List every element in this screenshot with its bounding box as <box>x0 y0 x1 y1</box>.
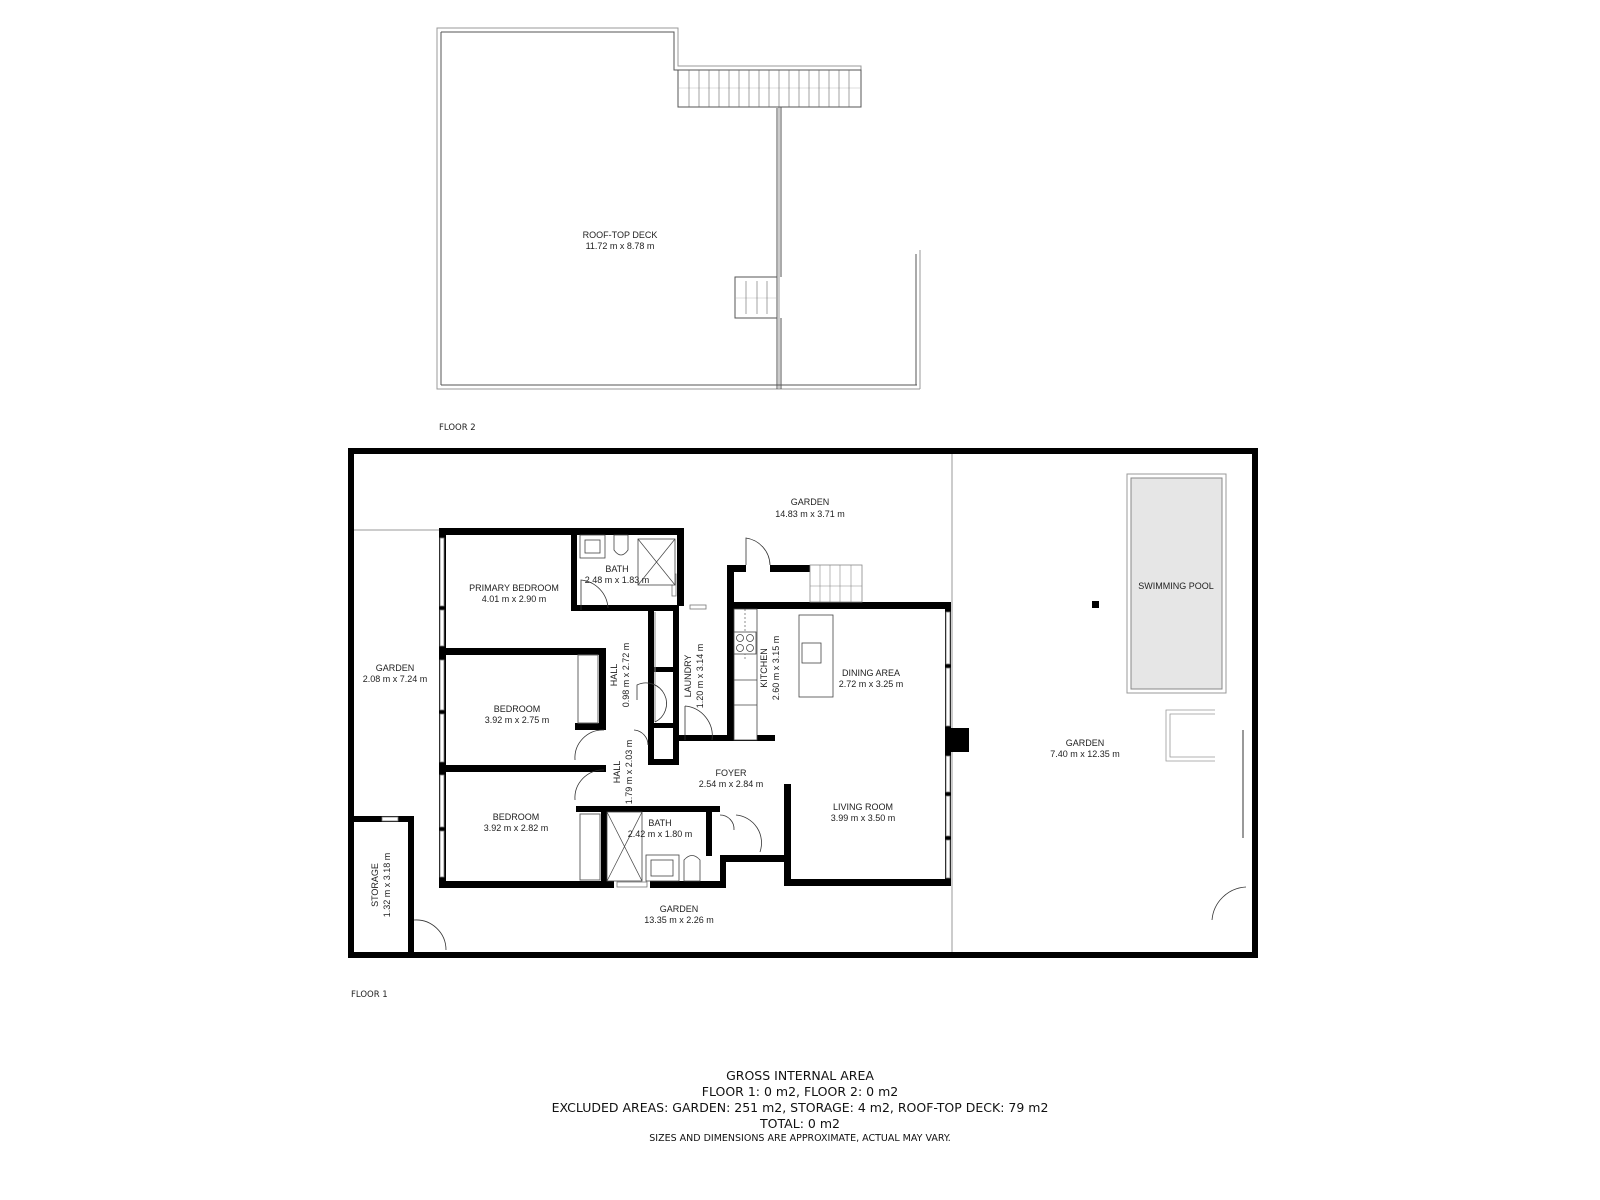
room-name: LAUNDRY <box>683 655 693 698</box>
summary-excluded: EXCLUDED AREAS: GARDEN: 251 m2, STORAGE:… <box>551 1100 1049 1115</box>
room-dims: 2.72 m x 3.25 m <box>839 679 904 689</box>
room-name: FOYER <box>715 768 747 778</box>
room-name: DINING AREA <box>842 668 900 678</box>
room-name: BATH <box>605 564 628 574</box>
room-name: BATH <box>648 818 671 828</box>
room-dims: 2.48 m x 1.83 m <box>585 575 650 585</box>
stair-icon <box>677 69 862 108</box>
bathroom-fixtures <box>579 534 701 882</box>
room-name: LIVING ROOM <box>833 802 893 812</box>
summary-floors: FLOOR 1: 0 m2, FLOOR 2: 0 m2 <box>701 1084 899 1099</box>
room-labels: GARDEN 14.83 m x 3.71 m BATH 2.48 m x 1.… <box>363 497 1214 925</box>
room-dims: 1.79 m x 2.03 m <box>624 740 634 805</box>
room-name: GARDEN <box>791 497 830 507</box>
room-name: HALL <box>612 761 622 784</box>
interior-walls <box>354 528 775 952</box>
kitchen-fixtures <box>733 608 834 741</box>
room-dims: 3.92 m x 2.75 m <box>485 715 550 725</box>
closets <box>577 612 656 881</box>
room-dims: 14.83 m x 3.71 m <box>775 509 845 519</box>
room-name: KITCHEN <box>759 648 769 688</box>
room-name: BEDROOM <box>494 704 541 714</box>
floor-label: FLOOR 1 <box>351 990 388 1000</box>
summary-total: TOTAL: 0 m2 <box>760 1116 840 1131</box>
summary-title: GROSS INTERNAL AREA <box>726 1068 874 1083</box>
room-dims: 2.54 m x 2.84 m <box>699 779 764 789</box>
stair-icon <box>809 564 863 603</box>
post-icon <box>1092 601 1099 608</box>
room-dims: 2.42 m x 1.80 m <box>628 829 693 839</box>
room-name: GARDEN <box>660 904 699 914</box>
windows <box>381 537 951 888</box>
room-dims: 3.92 m x 2.82 m <box>484 823 549 833</box>
room-name: ROOF-TOP DECK <box>583 230 658 240</box>
doors <box>413 537 1247 951</box>
room-dims: 1.32 m x 3.18 m <box>382 853 392 918</box>
room-name: STORAGE <box>370 863 380 907</box>
floor-label: FLOOR 2 <box>439 423 476 433</box>
floor-2-plan: ROOF-TOP DECK 11.72 m x 8.78 m FLOOR 2 <box>436 27 921 433</box>
room-name: BEDROOM <box>493 812 540 822</box>
room-name: GARDEN <box>376 663 415 673</box>
summary-disclaimer: SIZES AND DIMENSIONS ARE APPROXIMATE, AC… <box>649 1133 951 1144</box>
room-dims: 3.99 m x 3.50 m <box>831 813 896 823</box>
room-name: GARDEN <box>1066 738 1105 748</box>
room-dims: 13.35 m x 2.26 m <box>644 915 714 925</box>
area-summary: GROSS INTERNAL AREA FLOOR 1: 0 m2, FLOOR… <box>0 1068 1600 1146</box>
room-name: HALL <box>609 664 619 687</box>
room-dims: 11.72 m x 8.78 m <box>586 241 655 251</box>
room-dims: 2.60 m x 3.15 m <box>771 636 781 701</box>
floor-1-plan: GARDEN 14.83 m x 3.71 m BATH 2.48 m x 1.… <box>348 448 1258 1000</box>
room-name: SWIMMING POOL <box>1138 581 1214 591</box>
room-name: PRIMARY BEDROOM <box>469 583 559 593</box>
room-dims: 2.08 m x 7.24 m <box>363 674 428 684</box>
room-dims: 4.01 m x 2.90 m <box>482 594 547 604</box>
hot-tub <box>1165 709 1215 762</box>
stair-icon <box>734 276 778 319</box>
swimming-pool <box>1126 473 1227 694</box>
room-dims: 1.20 m x 3.14 m <box>695 644 705 709</box>
room-dims: 0.98 m x 2.72 m <box>621 643 631 708</box>
room-dims: 7.40 m x 12.35 m <box>1050 749 1120 759</box>
